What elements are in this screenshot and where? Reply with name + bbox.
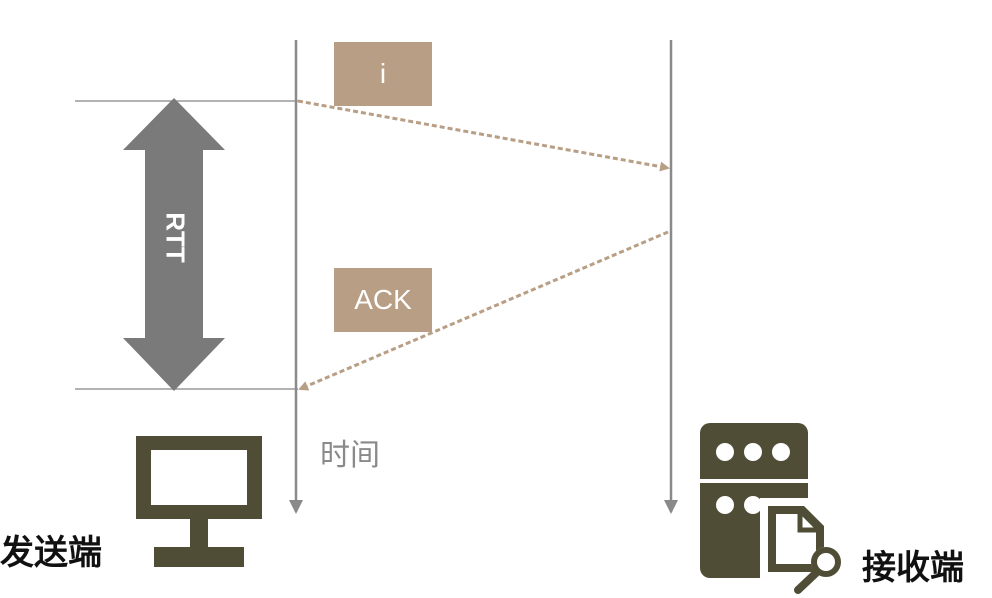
time-axis-label: 时间 xyxy=(320,438,380,473)
computer-monitor-icon xyxy=(136,436,262,567)
data-message-box: i xyxy=(334,42,432,106)
ack-message-box: ACK xyxy=(334,268,432,332)
rtt-double-arrow xyxy=(123,98,225,391)
receiver-label: 接收端 xyxy=(862,548,964,588)
data-message-arrow xyxy=(297,99,670,172)
receiver-timeline-arrowhead xyxy=(664,500,678,514)
data-message-label: i xyxy=(379,58,387,89)
ack-message-label: ACK xyxy=(354,284,412,315)
rtt-label: RTT xyxy=(160,212,191,263)
sender-label: 发送端 xyxy=(0,533,102,573)
ack-message-arrow xyxy=(298,230,669,391)
sender-timeline-arrowhead xyxy=(289,500,303,514)
server-search-icon xyxy=(700,423,841,594)
